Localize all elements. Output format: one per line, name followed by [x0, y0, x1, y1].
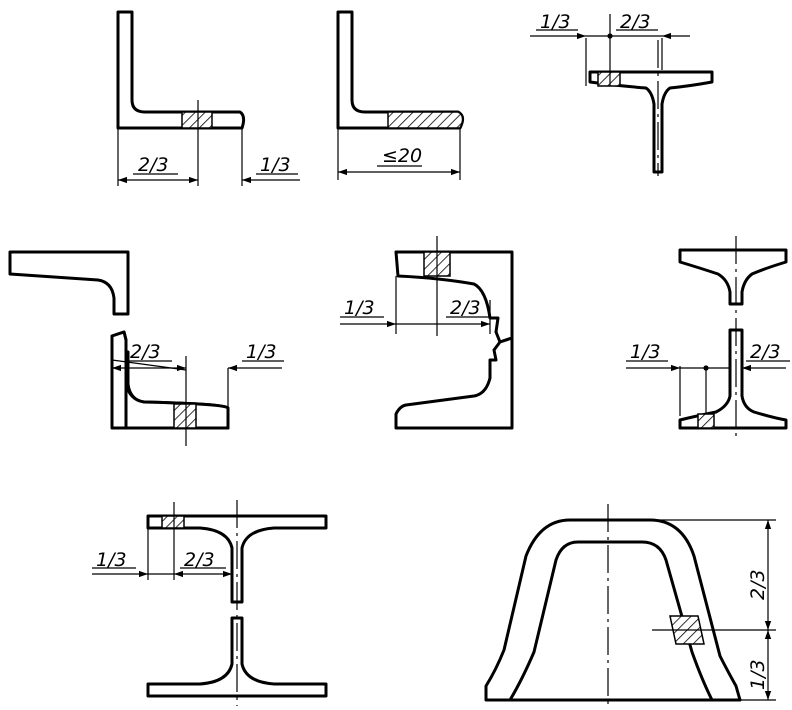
- label-one-third: 1/3: [96, 549, 127, 571]
- angle-section-two: ≤20: [336, 10, 465, 180]
- label-two-thirds: 2/3: [450, 297, 481, 319]
- tee-section: 1/3 2/3: [530, 11, 714, 176]
- angle-section-one: 2/3 1/3: [116, 10, 300, 186]
- label-two-thirds: 2/3: [620, 11, 651, 33]
- label-one-third: 1/3: [540, 11, 571, 33]
- label-two-thirds: 2/3: [184, 549, 215, 571]
- label-two-thirds: 2/3: [750, 341, 781, 363]
- label-one-third: 1/3: [344, 297, 375, 319]
- i-beam-section: 1/3 2/3: [92, 500, 328, 706]
- label-two-thirds: 2/3: [138, 154, 169, 176]
- channel-section-center: 1/3 2/3: [340, 236, 514, 430]
- channel-section-left: 2/3 1/3: [8, 250, 284, 446]
- label-one-third: 1/3: [630, 341, 661, 363]
- label-two-thirds: 2/3: [747, 569, 769, 600]
- label-one-third: 1/3: [246, 341, 277, 363]
- label-one-third: 1/3: [260, 154, 291, 176]
- arch-section: 2/3 1/3: [484, 504, 776, 708]
- label-max-20: ≤20: [382, 145, 422, 167]
- rail-section: 1/3 2/3: [626, 236, 790, 440]
- label-two-thirds: 2/3: [130, 341, 161, 363]
- label-one-third: 1/3: [747, 659, 769, 690]
